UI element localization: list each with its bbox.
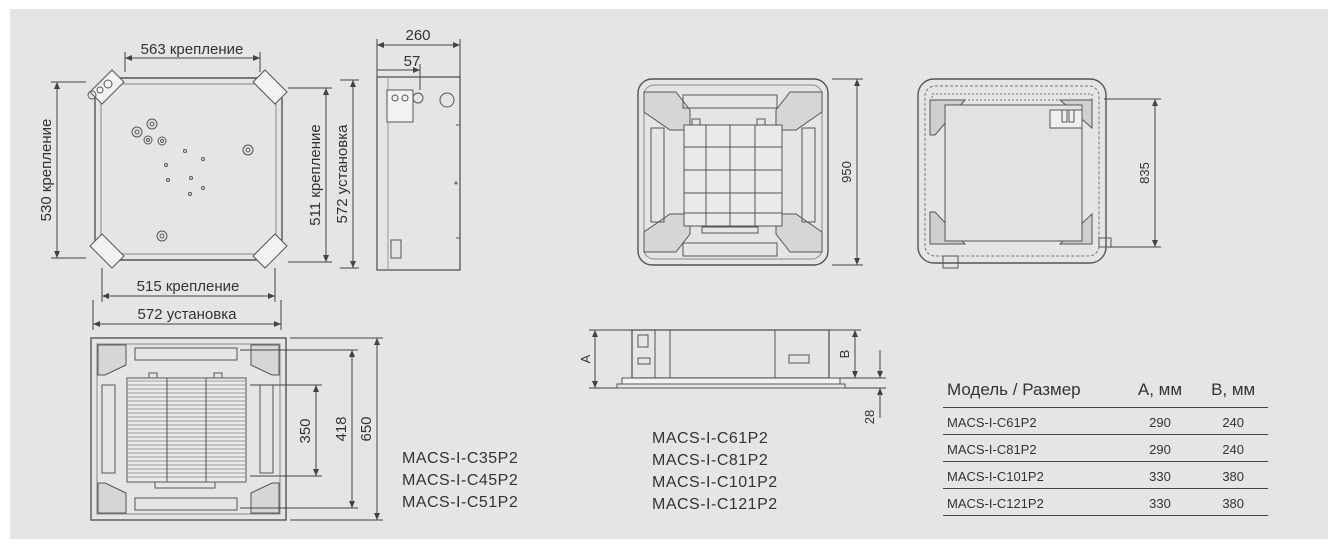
- unit-side-view: [376, 76, 461, 271]
- unit-top-view: [87, 69, 288, 269]
- dimension-lines-panel-835: [1104, 98, 1161, 248]
- table-cell-a: 290: [1121, 407, 1195, 435]
- dimension-lines-panel-650: [240, 337, 383, 521]
- table-cell-model: MACS-I-C121P2: [943, 488, 1122, 516]
- dimension-lines-panel-950: [832, 78, 863, 266]
- dim-panel-650: 650: [358, 416, 375, 441]
- model-large-4: MACS-I-C121P2: [652, 496, 778, 513]
- table-cell-b: 240: [1194, 434, 1268, 462]
- panel-small-front: [90, 337, 287, 521]
- model-small-1: MACS-I-C35P2: [402, 450, 518, 467]
- unit-large-side: [616, 329, 846, 389]
- dim-install-bottom: 572 установка: [138, 306, 238, 323]
- table-row: MACS-I-C81P2 290 240: [943, 434, 1268, 462]
- dim-mount-left: 530 крепление: [38, 119, 55, 222]
- model-large-1: MACS-I-C61P2: [652, 430, 768, 447]
- dim-panel-950: 950: [839, 161, 854, 183]
- dim-panel-835: 835: [1137, 162, 1152, 184]
- table-cell-a: 330: [1121, 488, 1195, 516]
- dim-side-b: B: [837, 350, 852, 359]
- table-header-b: В, мм: [1194, 380, 1268, 408]
- table-cell-b: 380: [1194, 488, 1268, 516]
- table-cell-model: MACS-I-C101P2: [943, 461, 1122, 489]
- table-header-model: Модель / Размер: [943, 380, 1122, 408]
- table-cell-b: 380: [1194, 461, 1268, 489]
- dim-panel-418: 418: [333, 416, 350, 441]
- dim-side-28: 28: [862, 410, 877, 424]
- dim-panel-350: 350: [297, 418, 314, 443]
- dim-side-offset: 57: [404, 53, 421, 70]
- model-large-2: MACS-I-C81P2: [652, 452, 768, 469]
- spec-table: Модель / Размер А, мм В, мм MACS-I-C61P2…: [943, 380, 1268, 516]
- table-header-row: Модель / Размер А, мм В, мм: [943, 380, 1268, 408]
- dim-side-a: A: [578, 354, 593, 363]
- table-cell-model: MACS-I-C81P2: [943, 434, 1122, 462]
- model-small-3: MACS-I-C51P2: [402, 494, 518, 511]
- table-row: MACS-I-C121P2 330 380: [943, 488, 1268, 516]
- table-cell-a: 290: [1121, 434, 1195, 462]
- dim-install-right: 572 установка: [334, 124, 351, 224]
- table-row: MACS-I-C61P2 290 240: [943, 407, 1268, 435]
- panel-large-front: [637, 78, 829, 266]
- dimension-lines-top-view: [51, 52, 359, 330]
- dim-mount-bottom: 515 крепление: [137, 278, 240, 295]
- table-cell-model: MACS-I-C61P2: [943, 407, 1122, 435]
- model-large-3: MACS-I-C101P2: [652, 474, 778, 491]
- dim-mount-right: 511 крепление: [307, 124, 324, 226]
- table-header-a: А, мм: [1121, 380, 1195, 408]
- unit-large-top: [917, 78, 1112, 269]
- table-row: MACS-I-C101P2 330 380: [943, 461, 1268, 489]
- dim-mount-top: 563 крепление: [141, 41, 244, 58]
- table-cell-b: 240: [1194, 407, 1268, 435]
- dim-side-depth: 260: [405, 27, 430, 44]
- table-cell-a: 330: [1121, 461, 1195, 489]
- model-small-2: MACS-I-C45P2: [402, 472, 518, 489]
- dimension-lines-side-view: [376, 39, 461, 90]
- dimension-lines-side-ab: [589, 329, 886, 418]
